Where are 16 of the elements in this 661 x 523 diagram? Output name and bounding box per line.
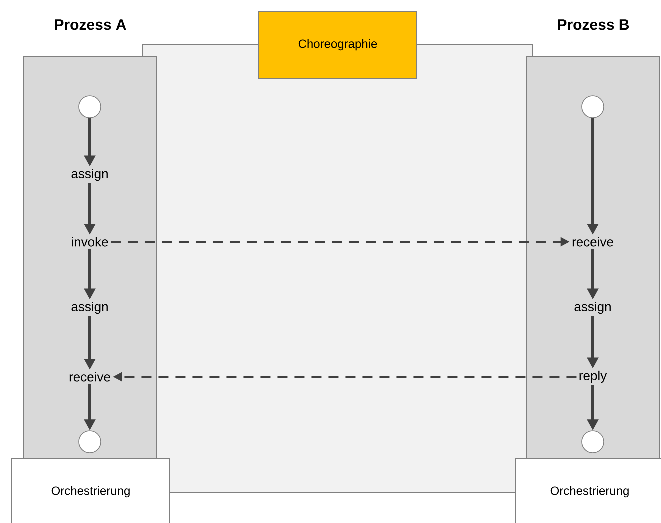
activity-label: receive [70,372,110,382]
event-circle [582,430,604,454]
title-box: Choreographie [258,11,418,79]
activity-label: assign [574,302,611,314]
event-circle [78,96,102,118]
activity-label: receive [572,237,614,247]
activity-label: invoke [72,237,108,247]
activity-label: assign [72,302,108,314]
label-box: Orchestrierung [516,458,661,523]
event-circle [78,430,102,454]
label-box: Orchestrierung [12,458,170,523]
lane-heading: Prozess A [55,20,126,30]
event-circle [582,96,604,118]
activity-label: reply [580,370,608,384]
lane-heading: Prozess B [558,20,630,30]
activity-label: assign [72,168,108,182]
